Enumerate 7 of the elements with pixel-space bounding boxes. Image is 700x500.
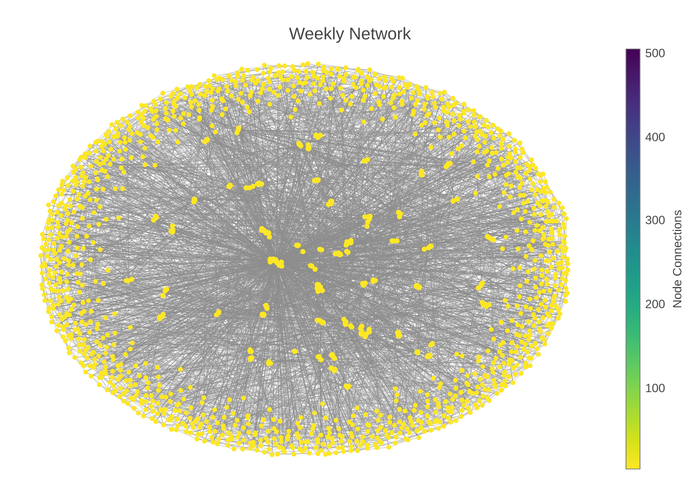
tick-label: 100 bbox=[646, 384, 665, 392]
chart-title: Weekly Network bbox=[289, 27, 412, 43]
tick-label: 500 bbox=[646, 48, 665, 58]
tick-label: 200 bbox=[646, 300, 665, 308]
tick-label: 300 bbox=[646, 216, 665, 224]
tick-label: 400 bbox=[645, 132, 665, 142]
colorbar-title: Node Connections bbox=[672, 210, 682, 308]
